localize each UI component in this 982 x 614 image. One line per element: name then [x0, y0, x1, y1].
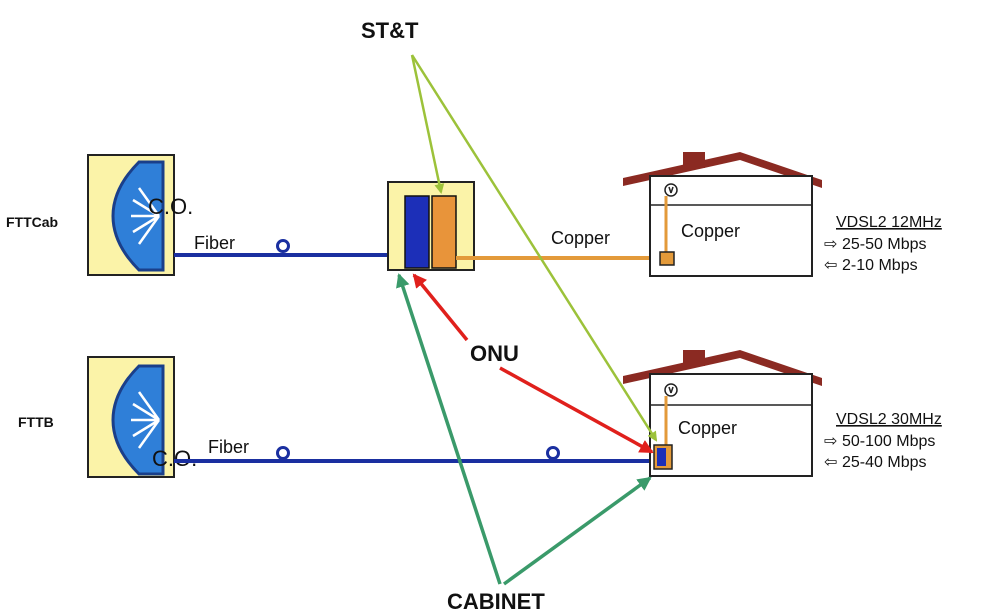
down-arrow-icon: ⇨	[824, 433, 837, 450]
up-arrow-icon: ⇦	[824, 454, 837, 471]
fttb-fiber-label: Fiber	[208, 437, 249, 457]
modem-icon	[659, 251, 675, 266]
fttb-rates: VDSL2 30MHz ⇨ 50-100 Mbps ⇦ 25-40 Mbps	[824, 411, 942, 471]
fiber-coil-icon	[276, 239, 290, 253]
fttcab-label: FTTCab	[6, 214, 58, 230]
stt-arrow-cabinet	[410, 54, 445, 194]
cabinet-label: CABINET	[447, 589, 545, 614]
fttb-rate-title: VDSL2 30MHz	[836, 411, 942, 428]
fttb-co-label: C.O.	[152, 446, 197, 471]
fttb-house-copper-label: Copper	[678, 418, 737, 438]
fttb-house: Copper	[623, 350, 822, 477]
fttb-down-rate: 50-100 Mbps	[842, 433, 935, 450]
fttb-label: FTTB	[18, 414, 54, 430]
fttcab-copper-line-label: Copper	[551, 228, 610, 248]
fttb-row: FTTB C.O. Fiber Copper VDSL2 30MHz ⇨ 5	[18, 350, 942, 478]
onu-arrows	[412, 273, 654, 454]
fttcab-down-rate: 25-50 Mbps	[842, 236, 927, 253]
stt-arrows	[410, 54, 658, 442]
up-arrow-icon: ⇦	[824, 257, 837, 274]
fttcab-fiber-label: Fiber	[194, 233, 235, 253]
cabinet-arrow-building	[502, 476, 652, 586]
wall-socket-icon	[664, 383, 678, 397]
cabinet-onu-box	[387, 181, 475, 271]
fttcab-up-rate: 2-10 Mbps	[842, 257, 918, 274]
fttcab-rate-title: VDSL2 12MHz	[836, 214, 942, 231]
stt-label: ST&T	[361, 18, 419, 43]
fttcab-co-box: C.O.	[87, 154, 193, 276]
fttb-co-box: C.O.	[87, 356, 197, 478]
onu-arrow-building	[499, 366, 654, 454]
fiber-coil-icon	[276, 446, 290, 460]
fttcab-row: FTTCab C.O. Fiber Copper Copper	[6, 152, 942, 277]
stt-arrow-building	[410, 54, 658, 442]
wall-socket-icon	[664, 183, 678, 197]
cabinet-arrows	[396, 273, 652, 586]
fttcab-co-label: C.O.	[148, 194, 193, 219]
down-arrow-icon: ⇨	[824, 236, 837, 253]
fiber-coil-icon	[546, 446, 560, 460]
fttcab-house: Copper	[623, 152, 822, 277]
fttb-up-rate: 25-40 Mbps	[842, 454, 927, 471]
cabinet-arrow-top	[396, 273, 502, 585]
fttcab-rates: VDSL2 12MHz ⇨ 25-50 Mbps ⇦ 2-10 Mbps	[824, 214, 942, 274]
fttcab-house-copper-label: Copper	[681, 221, 740, 241]
onu-arrow-cabinet	[412, 273, 469, 342]
onu-label: ONU	[470, 341, 519, 366]
